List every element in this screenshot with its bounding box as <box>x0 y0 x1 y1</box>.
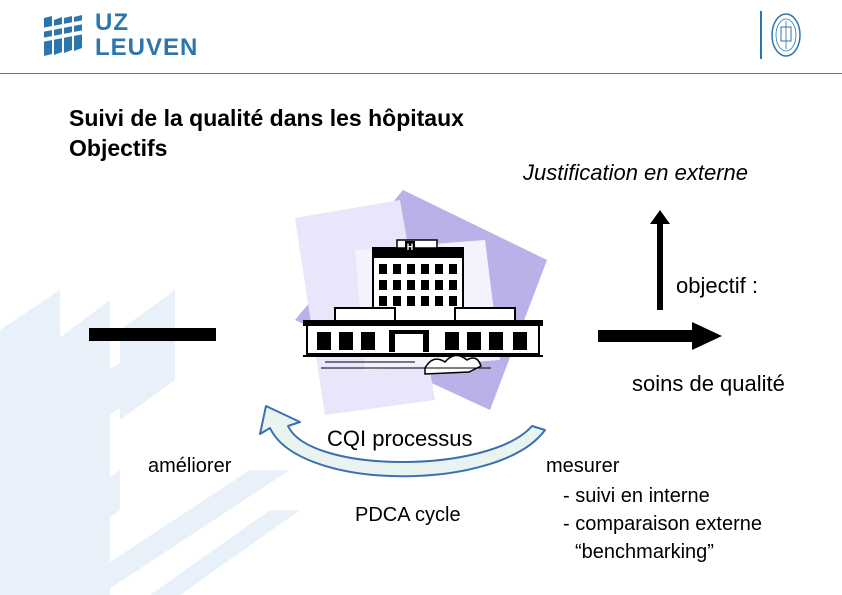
arrow-right-icon <box>598 322 722 350</box>
external-justification-label: Justification en externe <box>523 160 749 185</box>
cqi-process-label: CQI processus <box>327 426 473 451</box>
pdca-label: PDCA cycle <box>355 504 461 526</box>
left-bar <box>89 328 216 341</box>
measure-item-internal: - suivi en interne <box>563 485 710 507</box>
slide-subtitle: Objectifs <box>69 135 168 161</box>
objective-label: objectif : <box>676 273 758 298</box>
seal-divider <box>760 11 762 59</box>
curved-cycle-arrow-icon <box>259 405 546 478</box>
measure-item-benchmarking: “benchmarking” <box>575 541 714 563</box>
logo-line-uz: UZ <box>95 9 129 36</box>
quality-care-label: soins de qualité <box>632 371 785 396</box>
svg-text:H: H <box>407 242 414 252</box>
measure-item-external: - comparaison externe <box>563 513 762 535</box>
logo-line-leuven: LEUVEN <box>95 34 199 61</box>
hospital-icon: H <box>295 190 547 415</box>
measure-label: mesurer <box>546 455 620 477</box>
arrow-up-icon <box>650 210 670 310</box>
header-divider <box>0 73 842 74</box>
ku-leuven-seal-icon <box>771 13 801 57</box>
slide-title: Suivi de la qualité dans les hôpitaux <box>69 105 464 131</box>
uz-leuven-logo-icon <box>42 15 84 56</box>
improve-label: améliorer <box>148 455 232 477</box>
